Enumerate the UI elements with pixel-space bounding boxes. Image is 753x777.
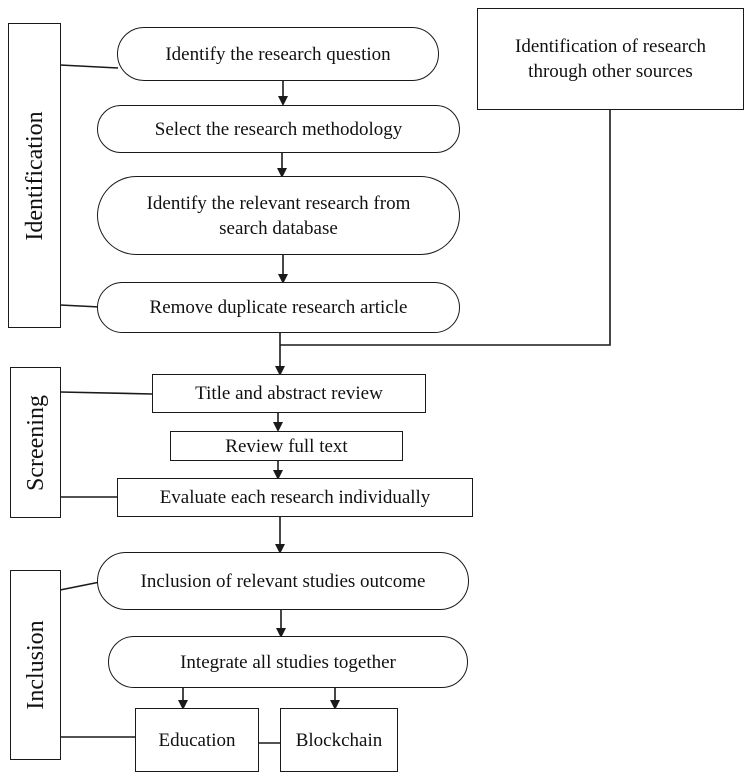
identify-research-question-node: Identify the research question <box>117 27 439 81</box>
evaluate-each-research-text: Evaluate each research individually <box>159 487 431 508</box>
inclusion-outcome-text: Inclusion of relevant studies outcome <box>140 570 426 592</box>
stage-identification-label: Identification <box>21 110 48 241</box>
other-sources-connector <box>280 110 611 346</box>
blockchain-text: Blockchain <box>295 729 383 751</box>
identify-relevant-research-node: Identify the relevant research from sear… <box>97 176 460 255</box>
screening-bracket-top <box>59 391 153 395</box>
review-full-text-text: Review full text <box>225 435 348 457</box>
evaluate-each-research-node: Evaluate each research individually <box>117 478 473 517</box>
title-abstract-review-node: Title and abstract review <box>152 374 426 413</box>
stage-screening: Screening <box>10 367 61 518</box>
education-node: Education <box>135 708 259 772</box>
other-sources-text: Identification of research through other… <box>515 36 706 82</box>
remove-duplicate-text: Remove duplicate research article <box>149 297 408 318</box>
other-sources-node: Identification of research through other… <box>477 8 744 110</box>
stage-inclusion: Inclusion <box>10 570 61 760</box>
remove-duplicate-node: Remove duplicate research article <box>97 282 460 333</box>
stage-screening-label: Screening <box>22 394 49 491</box>
stage-identification: Identification <box>8 23 61 328</box>
select-methodology-text: Select the research methodology <box>154 118 403 140</box>
integrate-studies-text: Integrate all studies together <box>180 651 396 673</box>
integrate-studies-node: Integrate all studies together <box>108 636 468 688</box>
stage-inclusion-label: Inclusion <box>22 620 49 710</box>
blockchain-node: Blockchain <box>280 708 398 772</box>
identify-research-question-text: Identify the research question <box>165 43 391 65</box>
education-text: Education <box>158 729 236 751</box>
review-full-text-node: Review full text <box>170 431 403 461</box>
select-methodology-node: Select the research methodology <box>97 105 460 153</box>
identification-bracket-top <box>59 64 119 69</box>
inclusion-outcome-node: Inclusion of relevant studies outcome <box>97 552 469 610</box>
identification-bracket-bottom <box>59 304 101 308</box>
identify-relevant-research-text: Identify the relevant research from sear… <box>146 192 411 239</box>
title-abstract-review-text: Title and abstract review <box>195 383 383 404</box>
inclusion-bracket-top <box>59 581 101 591</box>
